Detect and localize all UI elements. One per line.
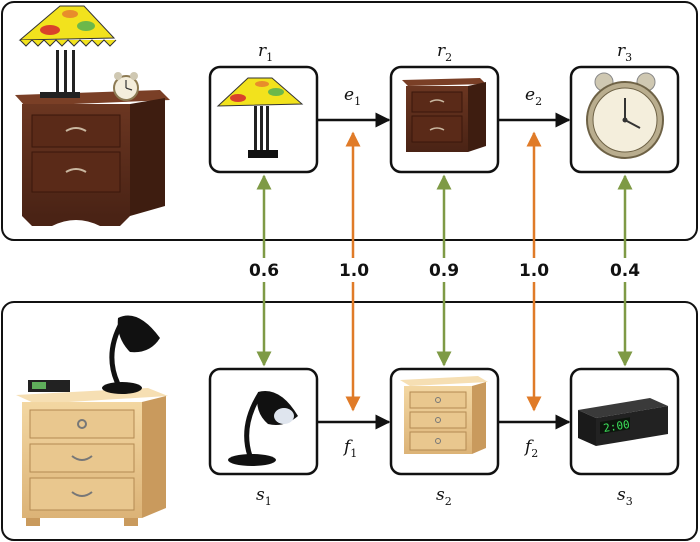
- nightstand-icon: [402, 78, 486, 152]
- node-label-s1: s1: [256, 485, 272, 508]
- node-s2: [389, 367, 500, 476]
- bottom-scene-illustration: [16, 315, 168, 526]
- node-label-r1: r1: [258, 41, 273, 64]
- nightstand-icon: [400, 376, 488, 454]
- node-score-3: 0.4: [610, 261, 640, 281]
- edge-label-e2: e2: [525, 85, 542, 108]
- node-s3: 2:00: [569, 367, 680, 476]
- desk-lamp-icon: [228, 391, 298, 466]
- tiffany-lamp-icon: [216, 77, 304, 158]
- edge-score-2: 1.0: [519, 261, 549, 281]
- node-label-s3: s3: [617, 485, 633, 508]
- node-r3: [569, 65, 680, 174]
- node-score-2: 0.9: [429, 261, 459, 281]
- node-label-s2: s2: [436, 485, 452, 508]
- edge-label-f2: f2: [523, 437, 538, 460]
- edge-label-e1: e1: [344, 85, 361, 108]
- node-score-1: 0.6: [249, 261, 279, 281]
- node-label-r2: r2: [437, 41, 452, 64]
- digital-clock-icon: 2:00: [578, 398, 668, 446]
- node-r1: [208, 65, 319, 174]
- node-r2: [389, 65, 500, 174]
- edge-score-1: 1.0: [339, 261, 369, 281]
- node-s1: [208, 367, 319, 476]
- clock-display: 2:00: [602, 418, 630, 435]
- edge-label-f1: f1: [342, 437, 357, 460]
- node-label-r3: r3: [617, 41, 632, 64]
- top-scene-illustration: [15, 5, 170, 226]
- alarm-clock-icon: [586, 72, 664, 159]
